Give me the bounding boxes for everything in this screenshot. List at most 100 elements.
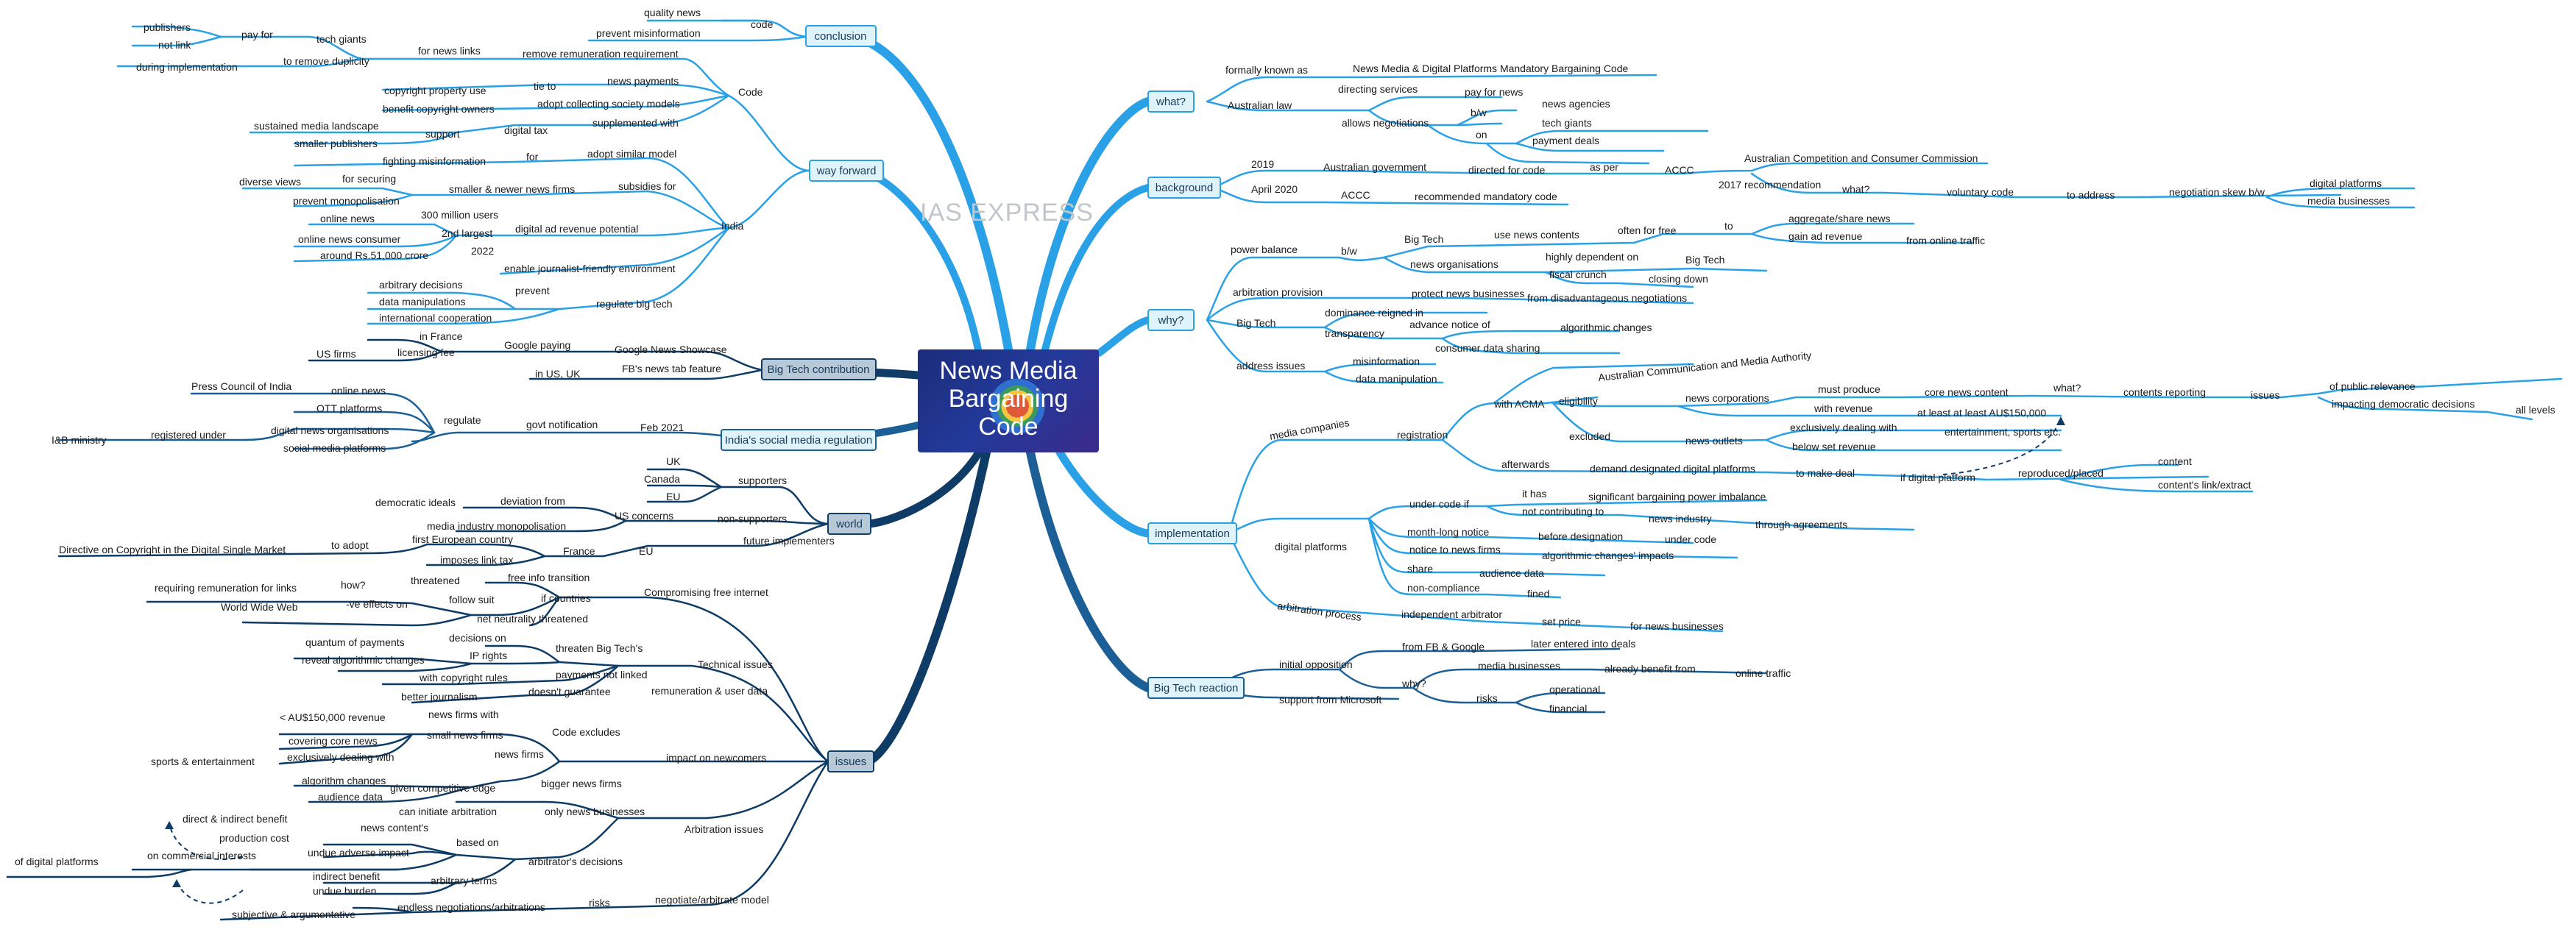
label: directing services — [1338, 83, 1418, 95]
label: month-long notice — [1407, 526, 1490, 538]
label: democratic ideals — [375, 497, 456, 508]
label: at least at least AU$150,000 — [1917, 407, 2046, 419]
label: adopt similar model — [587, 148, 676, 160]
label: algorithm changes — [302, 775, 386, 786]
label: April 2020 — [1251, 183, 1298, 195]
label: later entered into deals — [1531, 638, 1635, 650]
label: Arbitration issues — [684, 823, 763, 835]
central-topic[interactable]: News Media Bargaining Code — [918, 349, 1099, 452]
label: of digital platforms — [15, 856, 99, 867]
label: Australian government — [1323, 161, 1426, 173]
label: to remove duplicity — [283, 55, 369, 67]
label: from FB & Google — [1402, 641, 1485, 653]
label: prevent monopolisation — [293, 195, 400, 207]
node-big-tech-reaction[interactable]: Big Tech reaction — [1154, 682, 1239, 694]
label: set price — [1542, 616, 1581, 628]
central-topic-title: News Media Bargaining Code — [918, 357, 1099, 441]
label: undue adverse impact — [308, 847, 409, 859]
label: to adopt — [331, 539, 369, 551]
label: code — [751, 18, 774, 30]
label: not link — [158, 39, 191, 51]
label: payment deals — [1532, 135, 1599, 146]
label: threaten Big Tech's — [556, 642, 643, 654]
label: Press Council of India — [191, 380, 291, 392]
node-why[interactable]: why? — [1157, 314, 1183, 327]
label: doesn't guarantee — [528, 686, 611, 697]
arrow-heads — [165, 416, 2065, 887]
label: 300 million users — [421, 209, 498, 221]
label: IP rights — [470, 650, 507, 661]
label: to make deal — [1796, 467, 1855, 479]
node-india-social[interactable]: India's social media regulation — [725, 434, 872, 447]
label: arbitrary terms — [431, 875, 497, 887]
label: voluntary code — [1947, 186, 2014, 198]
label: arbitrator's decisions — [528, 856, 623, 867]
label: negotiate/arbitrate model — [655, 894, 769, 906]
label: allows negotiations — [1342, 117, 1429, 129]
label: Code excludes — [552, 726, 620, 738]
central-title-line: News Media — [939, 357, 1078, 385]
label: ACCC — [1341, 189, 1370, 201]
label: govt notification — [526, 419, 598, 430]
label: licensing fee — [397, 347, 455, 358]
label: data manipulations — [379, 296, 466, 308]
label: News Media & Digital Platforms Mandatory… — [1353, 63, 1628, 74]
label: only news businesses — [545, 806, 645, 817]
node-conclusion[interactable]: conclusion — [815, 30, 867, 43]
label: news firms with — [428, 708, 499, 720]
label: must produce — [1818, 383, 1880, 395]
label: -ve effects on — [346, 598, 408, 610]
label: issues — [2251, 389, 2280, 401]
label: first European country — [412, 533, 513, 545]
label: digital tax — [504, 124, 548, 136]
node-big-tech-contribution[interactable]: Big Tech contribution — [768, 363, 870, 376]
label: it has — [1522, 488, 1546, 500]
label: operational — [1549, 683, 1600, 695]
label: requiring remuneration for links — [155, 582, 297, 594]
label: why? — [1401, 678, 1426, 689]
label: threatened — [411, 575, 460, 586]
node-world[interactable]: world — [835, 518, 863, 530]
label: Technical issues — [698, 658, 773, 670]
label: undue burden — [313, 885, 376, 897]
label: impacting democratic decisions — [2332, 398, 2475, 410]
label: recommended mandatory code — [1415, 191, 1557, 202]
label: US firms — [316, 348, 356, 360]
label: for news businesses — [1630, 620, 1724, 632]
label: endless negotiations/arbitrations — [397, 901, 545, 913]
label: quantum of payments — [305, 636, 405, 648]
label: Big Tech — [1685, 254, 1724, 266]
label: directed for code — [1468, 164, 1545, 176]
label: fighting misinformation — [383, 155, 486, 167]
label: sustained media landscape — [254, 120, 379, 132]
label: reproduced/placed — [2018, 467, 2103, 479]
label: reveal algorithmic changes — [302, 654, 425, 666]
label: highly dependent on — [1546, 251, 1638, 263]
node-background[interactable]: background — [1156, 182, 1213, 194]
label: France — [563, 545, 595, 557]
label: for — [526, 151, 539, 163]
label: not contributing to — [1522, 505, 1604, 517]
main-nodes: conclusion way forward Big Tech contribu… — [721, 25, 1245, 772]
label: follow suit — [449, 594, 495, 605]
dashed-arrows — [169, 419, 2062, 904]
label: from online traffic — [1906, 235, 1985, 246]
label: online traffic — [1735, 667, 1791, 679]
label: Big Tech — [1404, 233, 1443, 245]
label: Big Tech — [1236, 317, 1275, 329]
label: tech giants — [1542, 117, 1592, 129]
label: under code — [1665, 533, 1716, 545]
label: arbitration provision — [1233, 286, 1323, 298]
label: pay for news — [1465, 86, 1523, 98]
label: supplemented with — [592, 117, 679, 129]
label: demand designated digital platforms — [1590, 463, 1755, 475]
node-way-forward[interactable]: way forward — [816, 165, 877, 177]
label: Australian law — [1228, 99, 1292, 111]
node-issues[interactable]: issues — [835, 756, 867, 768]
label: on commercial interests — [147, 850, 256, 861]
label: excluded — [1569, 430, 1610, 442]
label: aggregate/share news — [1788, 213, 1891, 224]
node-implementation[interactable]: implementation — [1155, 527, 1230, 540]
node-what[interactable]: what? — [1156, 96, 1186, 108]
label: entertainment, sports etc. — [1945, 426, 2061, 438]
